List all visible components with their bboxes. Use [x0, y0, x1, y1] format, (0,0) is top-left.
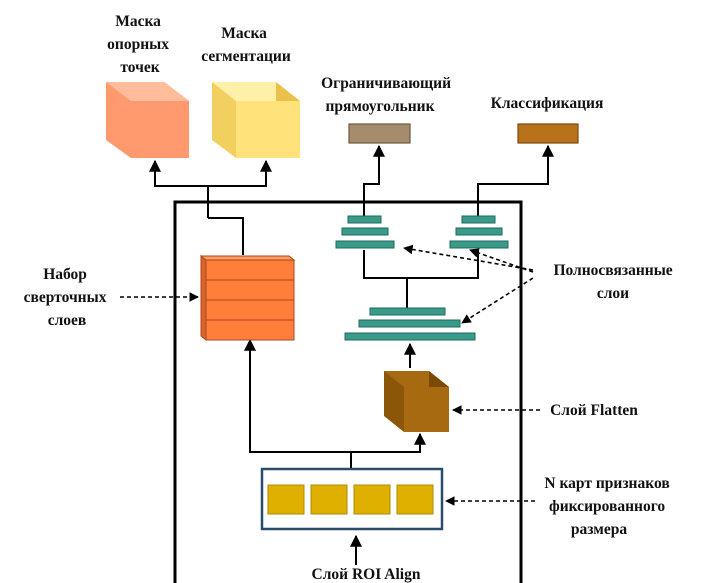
fully-connected-label: Полносвязанные слои: [553, 262, 676, 302]
feature-map-squares: [267, 484, 434, 515]
feature-maps-label: N карт признаков фиксированного размера: [544, 475, 673, 538]
feature-map-square: [267, 484, 305, 515]
dashed-pointers: [120, 244, 540, 506]
feature-map-square: [353, 484, 391, 515]
output-connectors: [149, 144, 554, 565]
feature-map-square: [396, 484, 434, 515]
bounding-box-label: Ограничивающий прямоугольник: [321, 75, 455, 115]
segmentation-mask-label: Маска сегментации: [201, 25, 291, 65]
keypoint-mask-cube: [106, 82, 189, 158]
class-output-bar: [517, 123, 579, 144]
flatten-cube: [384, 371, 449, 432]
keypoint-mask-label: Маска опорных точек: [107, 13, 173, 76]
feature-map-square: [310, 484, 348, 515]
conv-stack: [199, 254, 296, 342]
segmentation-mask-cube: [212, 82, 300, 158]
roi-align-label: Слой ROI Align: [312, 566, 421, 583]
fc-stack-right: [449, 215, 509, 249]
fc-stack-left: [335, 215, 395, 249]
main-frame: [173, 200, 523, 583]
conv-stack-label: Набор сверточных слоев: [24, 266, 111, 329]
flatten-layer-label: Слой Flatten: [550, 402, 638, 419]
classification-label: Классификация: [491, 95, 604, 112]
fc-stack-main: [344, 307, 476, 341]
bbox-output-bar: [348, 123, 411, 144]
